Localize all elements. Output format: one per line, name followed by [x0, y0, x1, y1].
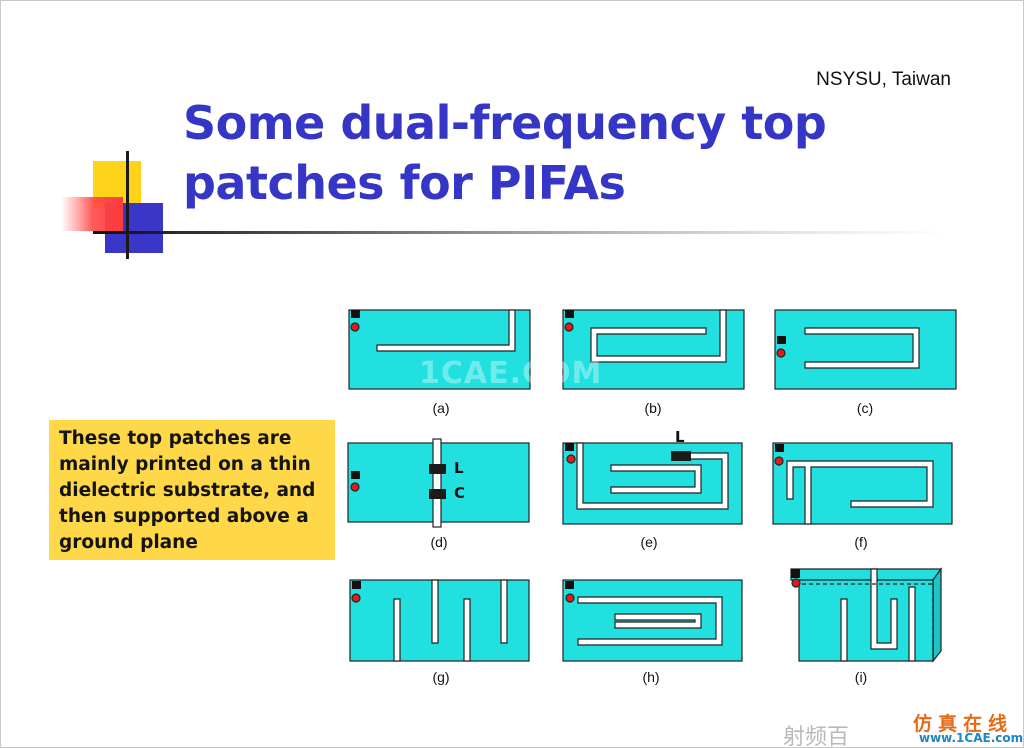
patch-c-body: [774, 309, 957, 390]
callout-line: ground plane: [59, 532, 198, 553]
slide-title-line-2: patches for PIFAs: [183, 156, 626, 210]
patch-h-short: [565, 581, 574, 589]
center-watermark: 1CAE.COM: [419, 356, 603, 391]
patch-c: [774, 309, 957, 390]
patch-b: [562, 309, 745, 390]
label-i: (i): [855, 669, 867, 685]
patch-b-short: [565, 310, 574, 318]
patch-a-slot: [376, 309, 516, 352]
callout-box: These top patches are mainly printed on …: [49, 420, 335, 560]
patch-i-top: [790, 568, 943, 581]
patch-i-slot: [840, 568, 916, 662]
patch-g-feed: [351, 593, 361, 603]
patch-e-short: [565, 443, 574, 451]
patch-a: [348, 309, 531, 390]
label-d-capacitor: C: [454, 484, 465, 502]
patch-g: [349, 579, 530, 662]
slide-decoration: [61, 151, 953, 259]
patch-i-short: [791, 569, 800, 578]
slide-title: Some dual-frequency top patches for PIFA…: [183, 93, 943, 213]
patch-f-feed: [774, 456, 784, 466]
patch-a-short: [351, 310, 360, 318]
patch-f-short: [775, 444, 784, 452]
patch-f-slot: [786, 460, 934, 525]
label-c: (c): [857, 400, 873, 416]
label-d-inductor: L: [454, 459, 464, 477]
patch-d-slot: [432, 438, 442, 528]
callout-text: These top patches are mainly printed on …: [59, 426, 329, 556]
logo-top-text: 仿真在线: [913, 713, 1014, 735]
patch-d-inductor: [429, 464, 446, 474]
patch-d-feed: [350, 482, 360, 492]
patch-c-feed: [776, 348, 786, 358]
patch-b-feed: [564, 322, 574, 332]
patch-b-slot: [590, 309, 727, 363]
label-h: (h): [642, 669, 659, 685]
patch-e: [562, 442, 743, 525]
patch-f: [772, 442, 953, 525]
site-logo: 仿真在线 www.1CAE.com: [905, 707, 1024, 747]
deco-vertical-line: [126, 151, 129, 259]
deco-red-square: [61, 197, 123, 231]
patch-e-inductor: [671, 451, 691, 461]
patch-e-feed: [566, 454, 576, 464]
callout-line: mainly printed on a thin: [59, 454, 311, 475]
label-e: (e): [640, 534, 657, 550]
label-g: (g): [432, 669, 449, 685]
callout-line: These top patches are: [59, 428, 292, 449]
patch-i-side: [932, 567, 942, 663]
patch-f-body: [772, 442, 953, 525]
patch-h-slot: [577, 596, 723, 646]
patch-g-short: [352, 581, 361, 589]
patch-figure: (a) (b) (c) (d) (e) (f) (g) (h) (i) L C …: [347, 309, 957, 685]
patch-h: [562, 579, 743, 662]
slide-title-line-1: Some dual-frequency top: [183, 96, 827, 150]
patch-d-short: [351, 471, 360, 479]
patch-c-short: [777, 336, 786, 344]
source-watermark: 射频百: [783, 725, 850, 748]
patch-d: [347, 438, 530, 528]
patch-h-feed: [565, 593, 575, 603]
patch-c-slot: [804, 327, 920, 369]
label-f: (f): [854, 534, 867, 550]
patch-d-capacitor: [429, 489, 446, 499]
patch-i-feed: [791, 578, 801, 588]
label-b: (b): [644, 400, 661, 416]
patch-g-slots: [393, 579, 508, 662]
callout-line: then supported above a: [59, 506, 309, 527]
patch-h-inner-slot: [614, 613, 702, 629]
callout-line: dielectric substrate, and: [59, 480, 316, 501]
patch-g-body: [349, 579, 530, 662]
label-d: (d): [430, 534, 447, 550]
label-e-inductor: L: [675, 428, 685, 446]
patch-e-inner-slot: [610, 464, 702, 494]
logo-url-text: www.1CAE.com: [919, 731, 1024, 745]
label-a: (a): [432, 400, 449, 416]
deco-horizontal-line: [93, 231, 953, 234]
affiliation: NSYSU, Taiwan: [816, 69, 951, 90]
patch-a-feed: [350, 322, 360, 332]
patch-i: [790, 567, 943, 663]
